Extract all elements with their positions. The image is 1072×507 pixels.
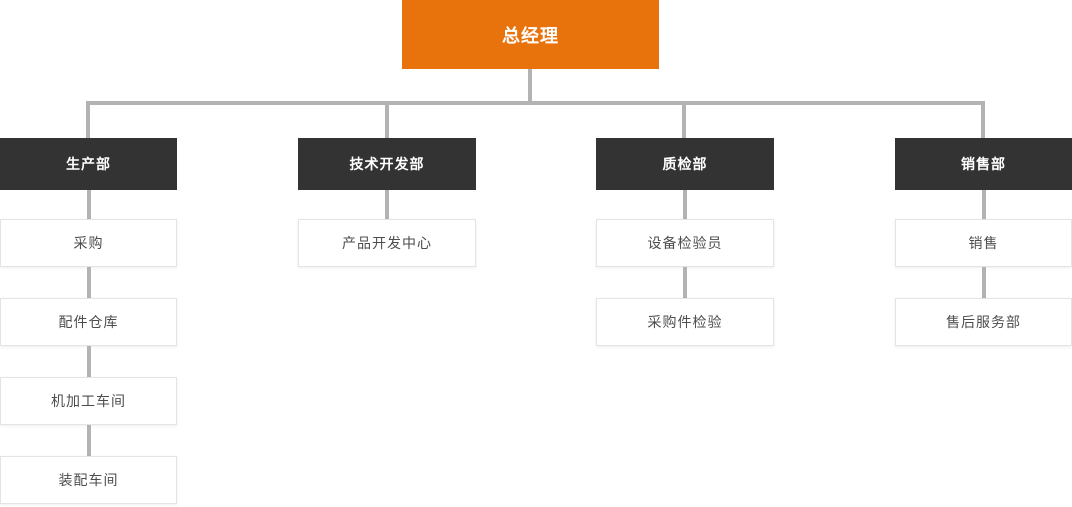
dept-node-label: 质检部	[662, 156, 708, 172]
connector-stub	[86, 267, 91, 298]
child-node: 装配车间	[0, 456, 177, 504]
connector-horizontal	[86, 101, 985, 105]
dept-node-label: 销售部	[961, 156, 1006, 172]
child-node: 机加工车间	[0, 377, 177, 425]
root-node-label: 总经理	[502, 25, 559, 46]
child-node: 售后服务部	[895, 298, 1072, 346]
dept-column-production: 生产部 采购 配件仓库 机加工车间 装配车间	[0, 138, 177, 504]
child-node-label: 采购	[73, 235, 104, 251]
child-node: 采购	[0, 219, 177, 267]
child-node-label: 装配车间	[58, 472, 119, 488]
connector-stub	[86, 346, 91, 377]
child-node-label: 销售	[968, 235, 999, 251]
child-node: 采购件检验	[596, 298, 774, 346]
child-node-label: 机加工车间	[51, 393, 126, 409]
dept-column-tech-development: 技术开发部 产品开发中心	[298, 138, 476, 267]
dept-node: 技术开发部	[298, 138, 476, 190]
dept-node-label: 生产部	[66, 156, 111, 172]
connector-stub	[981, 267, 986, 298]
dept-column-quality-inspection: 质检部 设备检验员 采购件检验	[596, 138, 774, 346]
connector-stub	[683, 267, 687, 298]
connector-stub	[86, 425, 91, 456]
root-node-general-manager: 总经理	[402, 0, 659, 69]
dept-node: 生产部	[0, 138, 177, 190]
child-node: 设备检验员	[596, 219, 774, 267]
connector-root-drop	[528, 69, 532, 105]
child-node: 配件仓库	[0, 298, 177, 346]
dept-node-label: 技术开发部	[349, 156, 425, 172]
connector-drop-dept-3	[682, 101, 686, 138]
connector-drop-dept-1	[86, 101, 90, 138]
connector-drop-dept-4	[981, 101, 985, 138]
connector-stub	[385, 190, 389, 219]
connector-drop-dept-2	[385, 101, 389, 138]
connector-stub	[981, 190, 986, 219]
child-node: 产品开发中心	[298, 219, 476, 267]
connector-stub	[86, 190, 91, 219]
child-node-label: 设备检验员	[647, 235, 723, 251]
child-node: 销售	[895, 219, 1072, 267]
child-node-label: 产品开发中心	[342, 235, 432, 251]
connector-stub	[683, 190, 687, 219]
dept-column-sales: 销售部 销售 售后服务部	[895, 138, 1072, 346]
dept-node: 销售部	[895, 138, 1072, 190]
dept-node: 质检部	[596, 138, 774, 190]
child-node-label: 采购件检验	[647, 314, 723, 330]
child-node-label: 售后服务部	[946, 314, 1021, 330]
child-node-label: 配件仓库	[58, 314, 119, 330]
